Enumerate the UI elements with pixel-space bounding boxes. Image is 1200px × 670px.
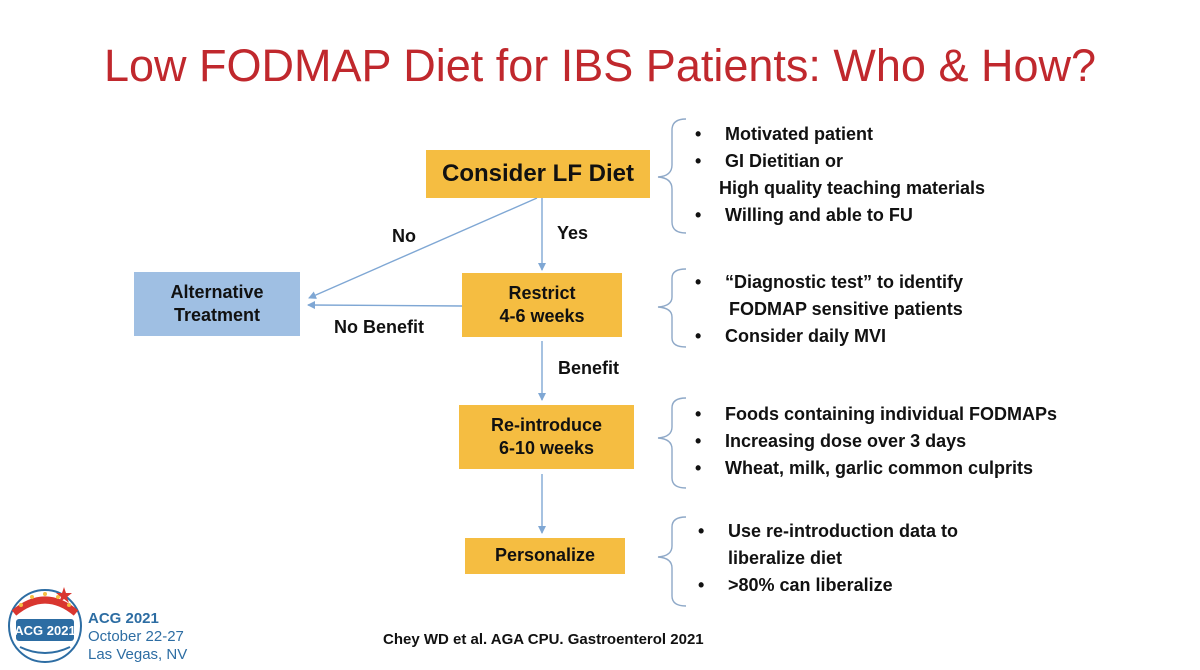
logo-text: ACG 2021 xyxy=(14,623,75,638)
note-item: •Willing and able to FU xyxy=(695,205,913,225)
brace-consider xyxy=(657,118,687,234)
acg-logo-icon: ACG 2021 xyxy=(8,587,82,663)
notes-personalize: •Use re-introduction data to liberalize … xyxy=(698,518,958,599)
conference-name: ACG 2021 xyxy=(88,610,159,627)
brace-personalize xyxy=(657,516,687,607)
brace-reintroduce xyxy=(657,397,687,489)
notes-restrict: •“Diagnostic test” to identify FODMAP se… xyxy=(695,269,963,350)
note-item: •>80% can liberalize xyxy=(698,575,893,595)
slide-title: Low FODMAP Diet for IBS Patients: Who & … xyxy=(103,40,1097,91)
node-consider-lf-diet: Consider LF Diet xyxy=(426,150,650,198)
node-reintroduce: Re-introduce 6-10 weeks xyxy=(459,405,634,469)
node-alternative-treatment: Alternative Treatment xyxy=(134,272,300,336)
edge-label-no-benefit: No Benefit xyxy=(334,317,424,337)
note-item: •Consider daily MVI xyxy=(695,326,887,346)
note-item-continuation: liberalize diet xyxy=(728,548,843,568)
edge-label-no: No xyxy=(392,226,416,246)
note-item: •Use re-introduction data to xyxy=(698,521,959,541)
arrow-no-benefit xyxy=(307,301,463,310)
brace-restrict xyxy=(657,268,687,348)
note-item: •Motivated patient xyxy=(695,124,874,144)
conference-location: Las Vegas, NV xyxy=(88,646,188,663)
conference-info: ACG 2021 October 22-27 Las Vegas, NV xyxy=(88,610,187,664)
conference-dates: October 22-27 xyxy=(88,628,184,645)
node-restrict: Restrict 4-6 weeks xyxy=(462,273,622,337)
node-personalize: Personalize xyxy=(465,538,625,574)
notes-consider: •Motivated patient •GI Dietitian or High… xyxy=(695,121,985,229)
note-item: •“Diagnostic test” to identify xyxy=(695,272,964,292)
note-item-continuation: FODMAP sensitive patients xyxy=(729,299,963,319)
note-item-continuation: High quality teaching materials xyxy=(719,178,986,198)
citation: Chey WD et al. AGA CPU. Gastroenterol 20… xyxy=(383,631,704,648)
note-item: •Increasing dose over 3 days xyxy=(695,431,967,451)
edge-label-yes: Yes xyxy=(557,223,589,243)
note-item: •Wheat, milk, garlic common culprits xyxy=(695,458,1034,478)
note-item: •Foods containing individual FODMAPs xyxy=(695,404,1057,424)
notes-reintroduce: •Foods containing individual FODMAPs •In… xyxy=(695,401,1057,482)
edge-label-benefit: Benefit xyxy=(558,358,620,378)
note-item: •GI Dietitian or xyxy=(695,151,844,171)
